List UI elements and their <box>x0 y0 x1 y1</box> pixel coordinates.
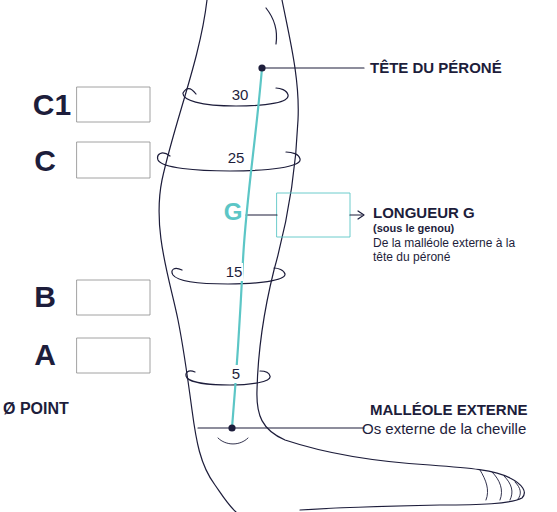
leader-line <box>262 67 364 68</box>
measure-letter: C1 <box>33 88 71 123</box>
toes <box>480 470 520 500</box>
callout-number: 30 <box>231 86 250 103</box>
landmark-label: TÊTE DU PÉRONÉ <box>370 59 502 76</box>
callout-number: 5 <box>231 365 241 382</box>
input-box-c1 <box>77 87 150 122</box>
length-note: De la malléole externe à la tête du péro… <box>373 237 523 265</box>
point-dot <box>228 424 235 431</box>
input-box-b <box>77 280 150 315</box>
landmark-label: MALLÉOLE EXTERNE <box>370 401 528 418</box>
ankle-detail <box>218 438 248 444</box>
zero-point-label: Ø POINT <box>3 400 69 418</box>
measure-letter: B <box>34 280 56 315</box>
leg-back-contour <box>159 0 236 512</box>
input-box-g <box>277 193 350 237</box>
knee-detail <box>266 8 277 44</box>
leader-line <box>350 214 362 215</box>
leader-line <box>198 427 364 428</box>
length-letter: G <box>222 198 245 226</box>
landmark-note: Os externe de la cheville <box>362 420 526 437</box>
measure-letter: A <box>34 338 56 373</box>
length-title: LONGUEUR G <box>373 204 475 221</box>
ring-a <box>186 371 270 385</box>
input-box-c <box>77 142 150 178</box>
point-dot <box>258 64 265 71</box>
input-box-a <box>77 338 150 373</box>
measure-letter: C <box>34 144 56 179</box>
callout-number: 25 <box>227 149 246 166</box>
length-subtitle: (sous le genou) <box>373 222 454 235</box>
callout-number: 15 <box>225 263 244 280</box>
leader-arrow <box>358 211 364 219</box>
leader-line <box>246 214 277 215</box>
